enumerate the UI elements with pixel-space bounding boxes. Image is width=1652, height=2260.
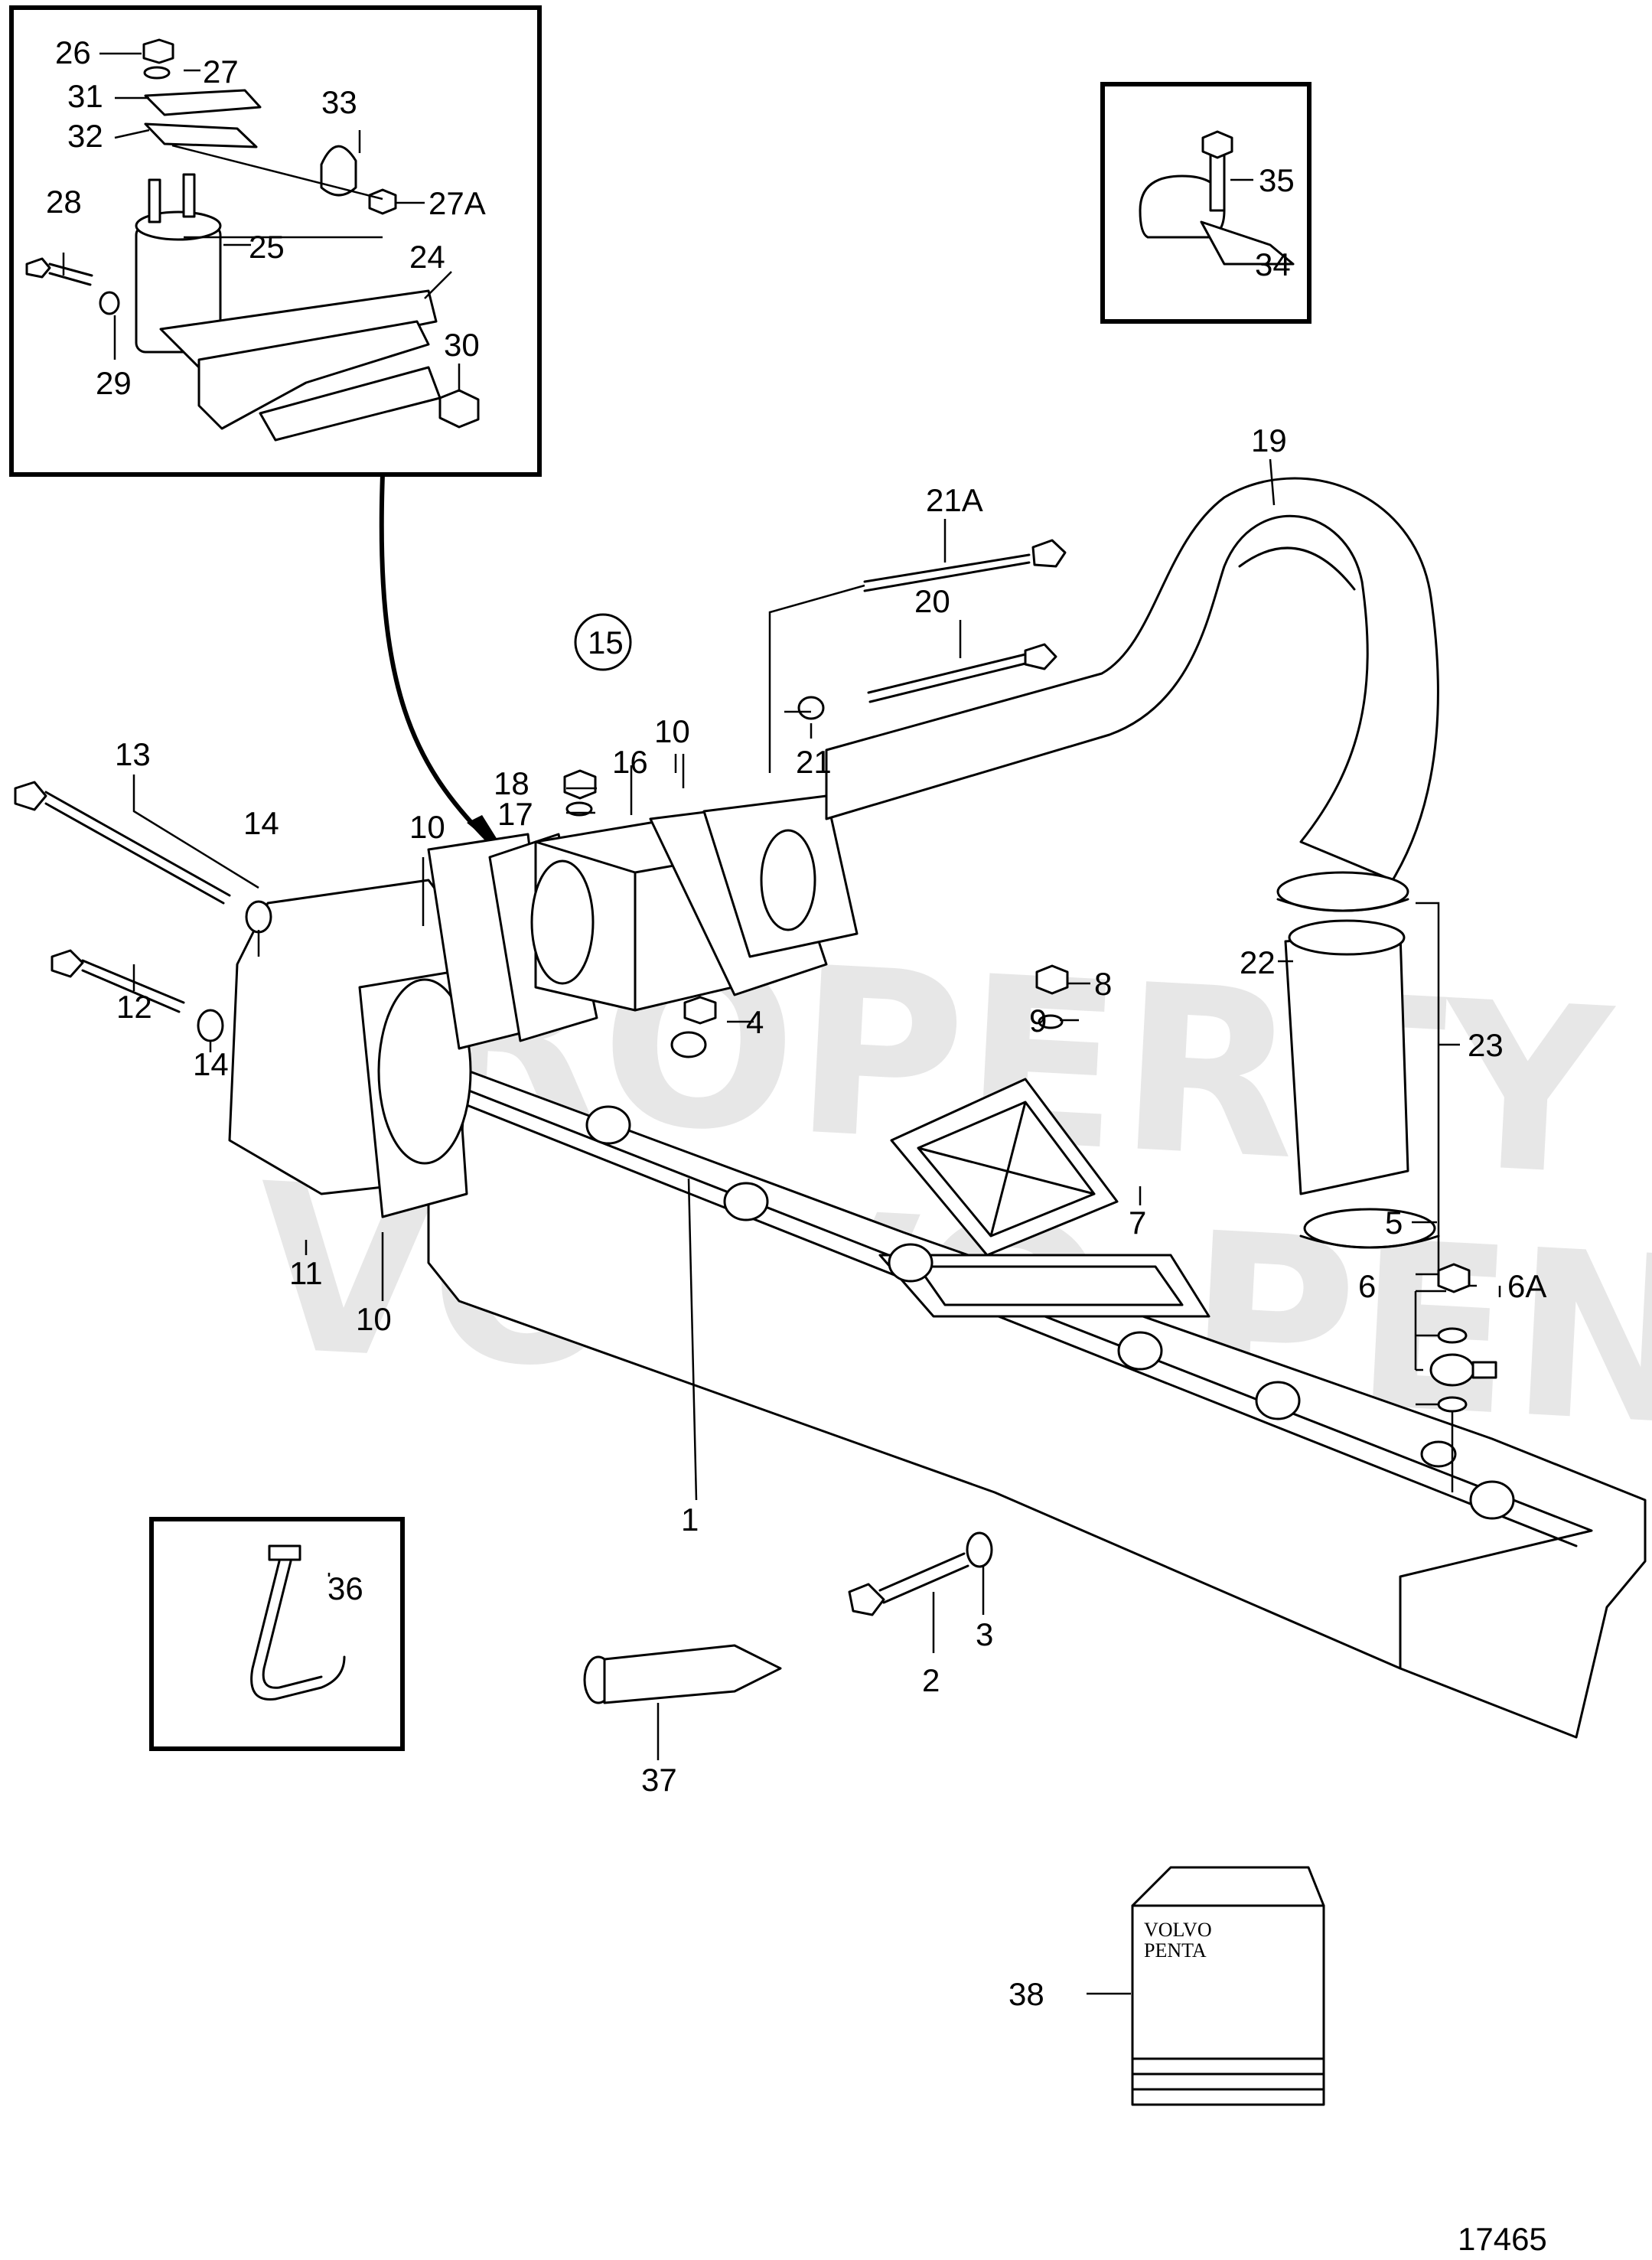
callout-labels: 1 2 3 4 5 6 6A 7 8 9 10 10 10 11 12 13 1…	[46, 34, 1546, 2012]
inset-strap	[149, 1517, 405, 1751]
callout-5: 5	[1385, 1205, 1403, 1241]
callout-11: 11	[289, 1255, 323, 1291]
callout-38: 38	[1008, 1976, 1044, 2012]
callout-9: 9	[1029, 1003, 1047, 1039]
hose-sleeve-and-clamps	[1276, 871, 1440, 1249]
book-title-line-2: PENTA	[1144, 1939, 1207, 1962]
callout-6: 6	[1358, 1268, 1376, 1304]
callout-12: 12	[116, 989, 152, 1025]
callout-19: 19	[1251, 422, 1287, 458]
arrow-inset-to-relay	[379, 474, 492, 844]
callout-33: 33	[321, 84, 357, 120]
small-fittings	[563, 769, 1497, 1492]
book-title-line-1: VOLVO	[1144, 1919, 1212, 1941]
callout-23: 23	[1468, 1027, 1504, 1063]
callout-28: 28	[46, 184, 82, 220]
callout-22: 22	[1240, 944, 1276, 980]
callout-37: 37	[641, 1762, 677, 1798]
callout-10-b: 10	[654, 713, 690, 749]
callout-10-a: 10	[409, 809, 445, 845]
sealant-tube	[583, 1644, 782, 1704]
intercooler-body	[530, 794, 859, 1012]
callout-1: 1	[681, 1502, 699, 1538]
callout-14-b: 14	[193, 1046, 229, 1082]
inset-solenoid-assembly	[9, 5, 542, 477]
group-number: 15	[588, 625, 624, 660]
callout-26: 26	[55, 34, 91, 70]
callout-6A: 6A	[1507, 1268, 1546, 1304]
callout-14-a: 14	[243, 805, 279, 841]
callout-8: 8	[1094, 966, 1112, 1002]
callout-35: 35	[1259, 162, 1295, 198]
exhaust-manifold	[427, 1031, 1647, 1739]
callout-4: 4	[746, 1004, 764, 1040]
callout-30: 30	[444, 327, 480, 363]
callout-18: 18	[494, 765, 529, 801]
figure-number: 17465	[1458, 2221, 1547, 2257]
callout-36: 36	[327, 1570, 363, 1606]
bolts	[14, 539, 1067, 1616]
callout-25: 25	[249, 229, 285, 265]
callout-20: 20	[914, 583, 950, 619]
callout-34: 34	[1255, 246, 1291, 282]
exhaust-hose	[825, 477, 1439, 882]
callout-29: 29	[96, 365, 132, 401]
callout-31: 31	[67, 78, 103, 114]
leader-lines	[132, 178, 1501, 1995]
gasket-7	[890, 1078, 1119, 1257]
callout-32: 32	[67, 118, 103, 154]
callout-21: 21	[796, 744, 832, 780]
callout-2: 2	[922, 1662, 940, 1698]
callout-21A: 21A	[926, 482, 983, 518]
inset-clamp	[1100, 82, 1311, 324]
callout-17: 17	[497, 796, 533, 832]
callout-27A: 27A	[428, 185, 486, 221]
callout-3: 3	[976, 1616, 993, 1652]
callout-27: 27	[203, 54, 239, 90]
callout-7: 7	[1129, 1205, 1146, 1241]
callout-24: 24	[409, 239, 445, 275]
callout-10-c: 10	[356, 1301, 392, 1337]
manual-book: VOLVO PENTA	[1131, 1866, 1325, 2106]
callout-16: 16	[612, 744, 648, 780]
callout-13: 13	[115, 736, 151, 772]
group-circle	[574, 613, 632, 671]
